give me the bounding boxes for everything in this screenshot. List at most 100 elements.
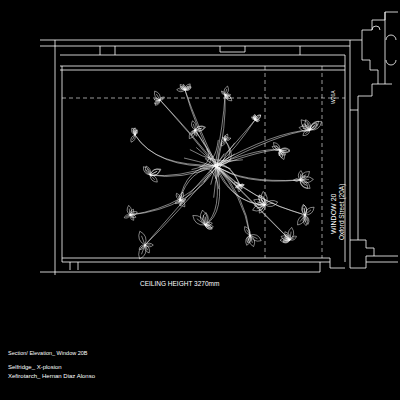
flower-stroke <box>160 97 165 100</box>
flower-stroke <box>155 100 161 104</box>
flower-stroke <box>195 130 216 165</box>
flower-stroke <box>195 126 204 131</box>
flower-stroke <box>254 114 257 120</box>
flower-stroke <box>280 150 281 155</box>
flower-stroke <box>143 167 150 175</box>
flower-stroke <box>146 169 150 175</box>
flower-stroke <box>304 208 305 215</box>
flower-stroke <box>150 175 155 180</box>
flower-stroke <box>221 140 225 146</box>
flower-stroke <box>215 154 224 179</box>
flower-stroke <box>255 120 257 121</box>
flower-stroke <box>217 150 280 166</box>
flower-stroke <box>145 243 153 247</box>
flower-stroke <box>304 215 309 224</box>
flower-stroke <box>180 85 185 91</box>
flower-stroke <box>275 148 280 150</box>
flower-stroke <box>302 205 307 215</box>
flower-stroke <box>215 130 310 165</box>
flower-stroke <box>250 235 261 242</box>
flower-stroke <box>253 116 255 120</box>
flower-stroke <box>298 171 302 180</box>
flower-stroke <box>205 225 211 229</box>
flower-stroke <box>305 210 311 215</box>
flower-stroke <box>272 146 280 150</box>
flower-stroke <box>194 130 197 136</box>
flower-stroke <box>150 166 217 176</box>
flower-stroke <box>183 84 186 90</box>
flower-stroke <box>185 87 191 90</box>
flower-stroke <box>139 231 146 245</box>
flower-stroke <box>217 140 231 166</box>
flower-stroke <box>281 236 290 241</box>
flower-stroke <box>293 179 300 182</box>
flower-stroke <box>184 86 185 90</box>
flower-stroke <box>150 172 157 176</box>
flower-stroke <box>221 91 225 95</box>
flower-stroke <box>156 94 160 100</box>
flower-stroke <box>135 130 138 135</box>
flower-stroke <box>215 165 265 205</box>
flower-stroke <box>150 175 157 182</box>
flower-stroke <box>305 130 310 134</box>
flower-stroke <box>302 204 307 215</box>
flower-stroke <box>177 88 185 92</box>
flower-stroke <box>249 235 250 240</box>
flower-stroke <box>225 94 231 97</box>
flower-stroke <box>175 200 180 204</box>
flower-stroke <box>145 245 148 250</box>
flower-stroke <box>215 164 240 185</box>
flower-stroke <box>150 169 160 175</box>
flower-stroke <box>305 215 307 221</box>
flower-stroke <box>195 128 201 130</box>
flower-stroke <box>259 205 265 213</box>
floor-slab <box>40 258 345 272</box>
flower-stroke <box>259 195 265 205</box>
flower-stroke <box>145 165 215 245</box>
flower-stroke <box>145 166 217 245</box>
flower-stroke <box>130 165 215 215</box>
flower-stroke <box>217 120 255 166</box>
flower-stroke <box>196 147 230 168</box>
flower-stroke <box>150 169 161 176</box>
flower-stroke <box>160 100 217 166</box>
facade-moulding <box>350 12 398 268</box>
flower-stroke <box>195 126 206 131</box>
dashed-guides <box>62 66 345 258</box>
flower-stroke <box>219 160 232 174</box>
flower-stroke <box>240 184 244 186</box>
floral-installation <box>124 84 322 259</box>
flower-stroke <box>156 100 160 103</box>
flower-stroke <box>205 159 239 189</box>
flower-stroke <box>240 184 244 186</box>
flower-stroke <box>141 245 145 248</box>
flower-stroke <box>197 219 205 225</box>
flower-stroke <box>261 191 267 205</box>
flower-stroke <box>192 149 209 170</box>
flower-stroke <box>237 185 240 187</box>
flower-stroke <box>126 215 130 217</box>
drawing-caption: Section/ Elevation_ Window 20B <box>8 351 88 357</box>
flower-stroke <box>290 236 297 240</box>
flower-stroke <box>279 150 283 158</box>
flower-stroke <box>225 139 229 140</box>
flower-stroke <box>245 227 251 235</box>
flower-stroke <box>225 94 229 95</box>
author-credit: Xefirotarch_ Hernan Diaz Alonso <box>8 373 95 379</box>
flower-stroke <box>130 215 136 218</box>
flower-stroke <box>193 124 195 130</box>
flower-stroke <box>130 166 217 215</box>
flower-stroke <box>310 121 322 130</box>
window-number: WINDOW 20 <box>330 194 337 234</box>
flower-stroke <box>254 117 255 120</box>
flower-stroke <box>139 245 145 249</box>
flower-stroke <box>191 121 196 130</box>
flower-stroke <box>199 156 210 167</box>
flower-stroke <box>215 165 290 240</box>
flower-stroke <box>302 125 310 130</box>
flower-stroke <box>160 100 215 165</box>
flower-stroke <box>300 179 309 180</box>
floor-detail <box>70 262 78 270</box>
flower-stroke <box>246 229 250 235</box>
